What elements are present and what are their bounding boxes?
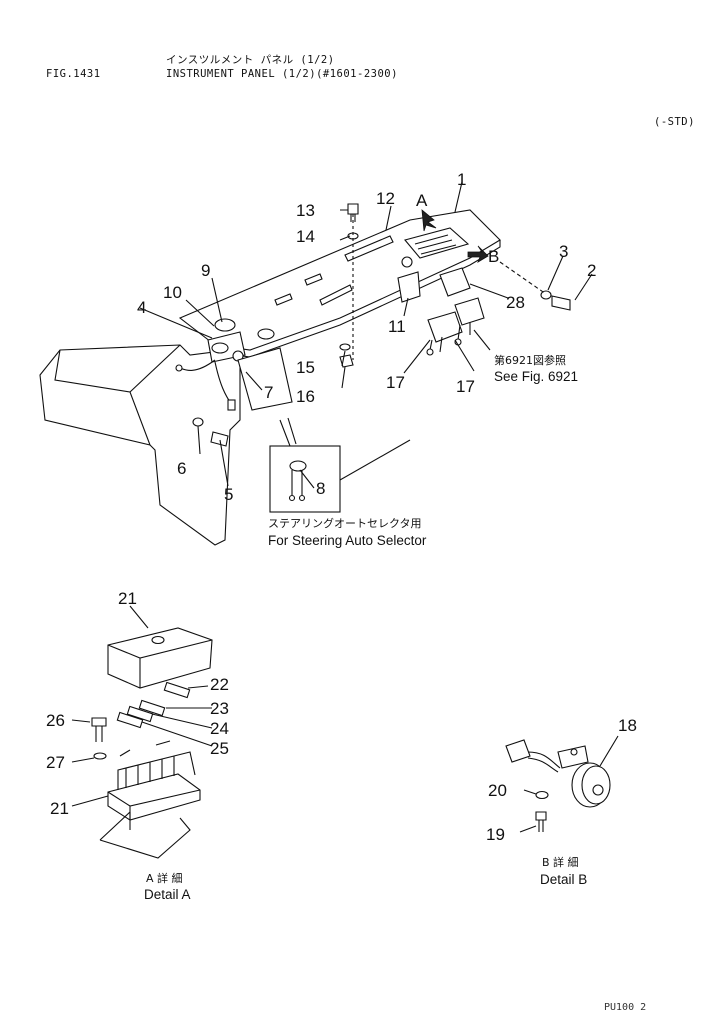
callout-10: 10 xyxy=(163,283,182,302)
spec-note: (-STD) xyxy=(654,116,695,128)
callout-13: 13 xyxy=(296,201,315,220)
buzzer-connector xyxy=(505,739,531,763)
switch-17b xyxy=(454,297,485,326)
callout-28: 28 xyxy=(506,293,525,312)
switch-17a xyxy=(427,311,463,343)
instrument-panel-assembly xyxy=(39,181,593,546)
steering-selector-detail-box xyxy=(269,445,341,513)
detail-b-caption-jp: B 詳 細 xyxy=(542,855,579,869)
fuse-box-mounted xyxy=(404,227,470,259)
steering-note-en: For Steering Auto Selector xyxy=(268,533,427,548)
fuse-box-cover xyxy=(107,627,213,689)
detail-a-callout-24: 24 xyxy=(210,719,229,738)
see-fig-en: See Fig. 6921 xyxy=(494,369,578,384)
detail-a-callout-26: 26 xyxy=(46,711,65,730)
detail-b-caption-en: Detail B xyxy=(540,872,587,887)
diagram-title: INSTRUMENT PANEL (1/2)(#1601-2300) xyxy=(166,68,398,80)
detail-a-callout-27: 27 xyxy=(46,753,65,772)
detail-b-buzzer xyxy=(505,735,619,833)
callout-5: 5 xyxy=(224,485,233,504)
steering-note-jp: ステアリングオートセレクタ用 xyxy=(268,516,422,530)
bracket-7 xyxy=(237,347,293,411)
detail-b-callout-18: 18 xyxy=(618,716,637,735)
figure-number: FIG.1431 xyxy=(46,68,101,80)
steering-column-housing xyxy=(39,344,241,546)
view-label-a: A xyxy=(416,191,428,210)
buzzer-bracket xyxy=(557,745,589,769)
callout-15: 15 xyxy=(296,358,315,377)
callout-7: 7 xyxy=(264,383,273,402)
detail-a-caption-en: Detail A xyxy=(144,887,191,902)
callout-2: 2 xyxy=(587,261,596,280)
callout-16: 16 xyxy=(296,387,315,406)
detail-b-callout-19: 19 xyxy=(486,825,505,844)
japanese-title: インスツルメント パネル (1/2) xyxy=(166,54,335,66)
detail-a-callout-23: 23 xyxy=(210,699,229,718)
callout-6: 6 xyxy=(177,459,186,478)
detail-a-fuse-box xyxy=(71,605,213,859)
detail-a-callout-25: 25 xyxy=(210,739,229,758)
footer-code: PU100 2 xyxy=(604,1002,646,1011)
see-fig-jp: 第6921図参照 xyxy=(494,353,566,367)
callout-8: 8 xyxy=(316,479,325,498)
detail-a-callout-21-base: 21 xyxy=(50,799,69,818)
detail-b-callout-20: 20 xyxy=(488,781,507,800)
callout-4: 4 xyxy=(137,298,146,317)
detail-a-caption-jp: A 詳 細 xyxy=(146,871,183,885)
callout-11: 11 xyxy=(388,317,406,336)
detail-a-callout-21-cover: 21 xyxy=(118,589,137,608)
view-b-arrow xyxy=(467,245,489,263)
callout-17a: 17 xyxy=(386,373,405,392)
fuse-box-base xyxy=(107,773,201,821)
callout-17b: 17 xyxy=(456,377,475,396)
callout-12: 12 xyxy=(376,189,395,208)
callout-9: 9 xyxy=(201,261,210,280)
callout-14: 14 xyxy=(296,227,315,246)
view-label-b: B xyxy=(488,247,499,266)
callout-3: 3 xyxy=(559,242,568,261)
detail-a-callout-22: 22 xyxy=(210,675,229,694)
view-a-arrow xyxy=(421,209,437,232)
callout-1: 1 xyxy=(457,170,466,189)
